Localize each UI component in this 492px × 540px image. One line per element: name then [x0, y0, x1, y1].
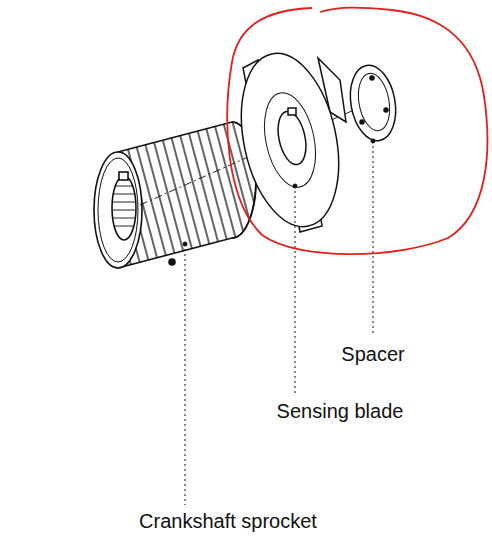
leader-line [185, 244, 186, 505]
leader-line [373, 141, 374, 336]
blade-hole [274, 109, 311, 167]
leader-line [295, 186, 296, 393]
spacer [345, 62, 402, 144]
part-label: Spacer [341, 343, 404, 366]
part-label: Crankshaft sprocket [139, 510, 317, 533]
sprocket-bore [112, 176, 136, 240]
highlight-circle [227, 8, 487, 255]
blade-key [288, 108, 296, 115]
leader-dot [293, 184, 297, 188]
sensing-blade [227, 44, 354, 235]
leader-dot [371, 139, 375, 143]
crankshaft-sprocket [94, 122, 256, 268]
leader-dot [183, 242, 187, 246]
bore-splines [113, 186, 135, 226]
part-label: Sensing blade [277, 400, 404, 423]
timing-mark [169, 259, 175, 265]
sprocket-rim [98, 158, 138, 262]
leader-lines [183, 139, 375, 505]
blade-inner-ring [257, 88, 324, 192]
blade-disc [227, 44, 354, 235]
sprocket-front-face [94, 152, 142, 268]
keyway [119, 172, 128, 180]
